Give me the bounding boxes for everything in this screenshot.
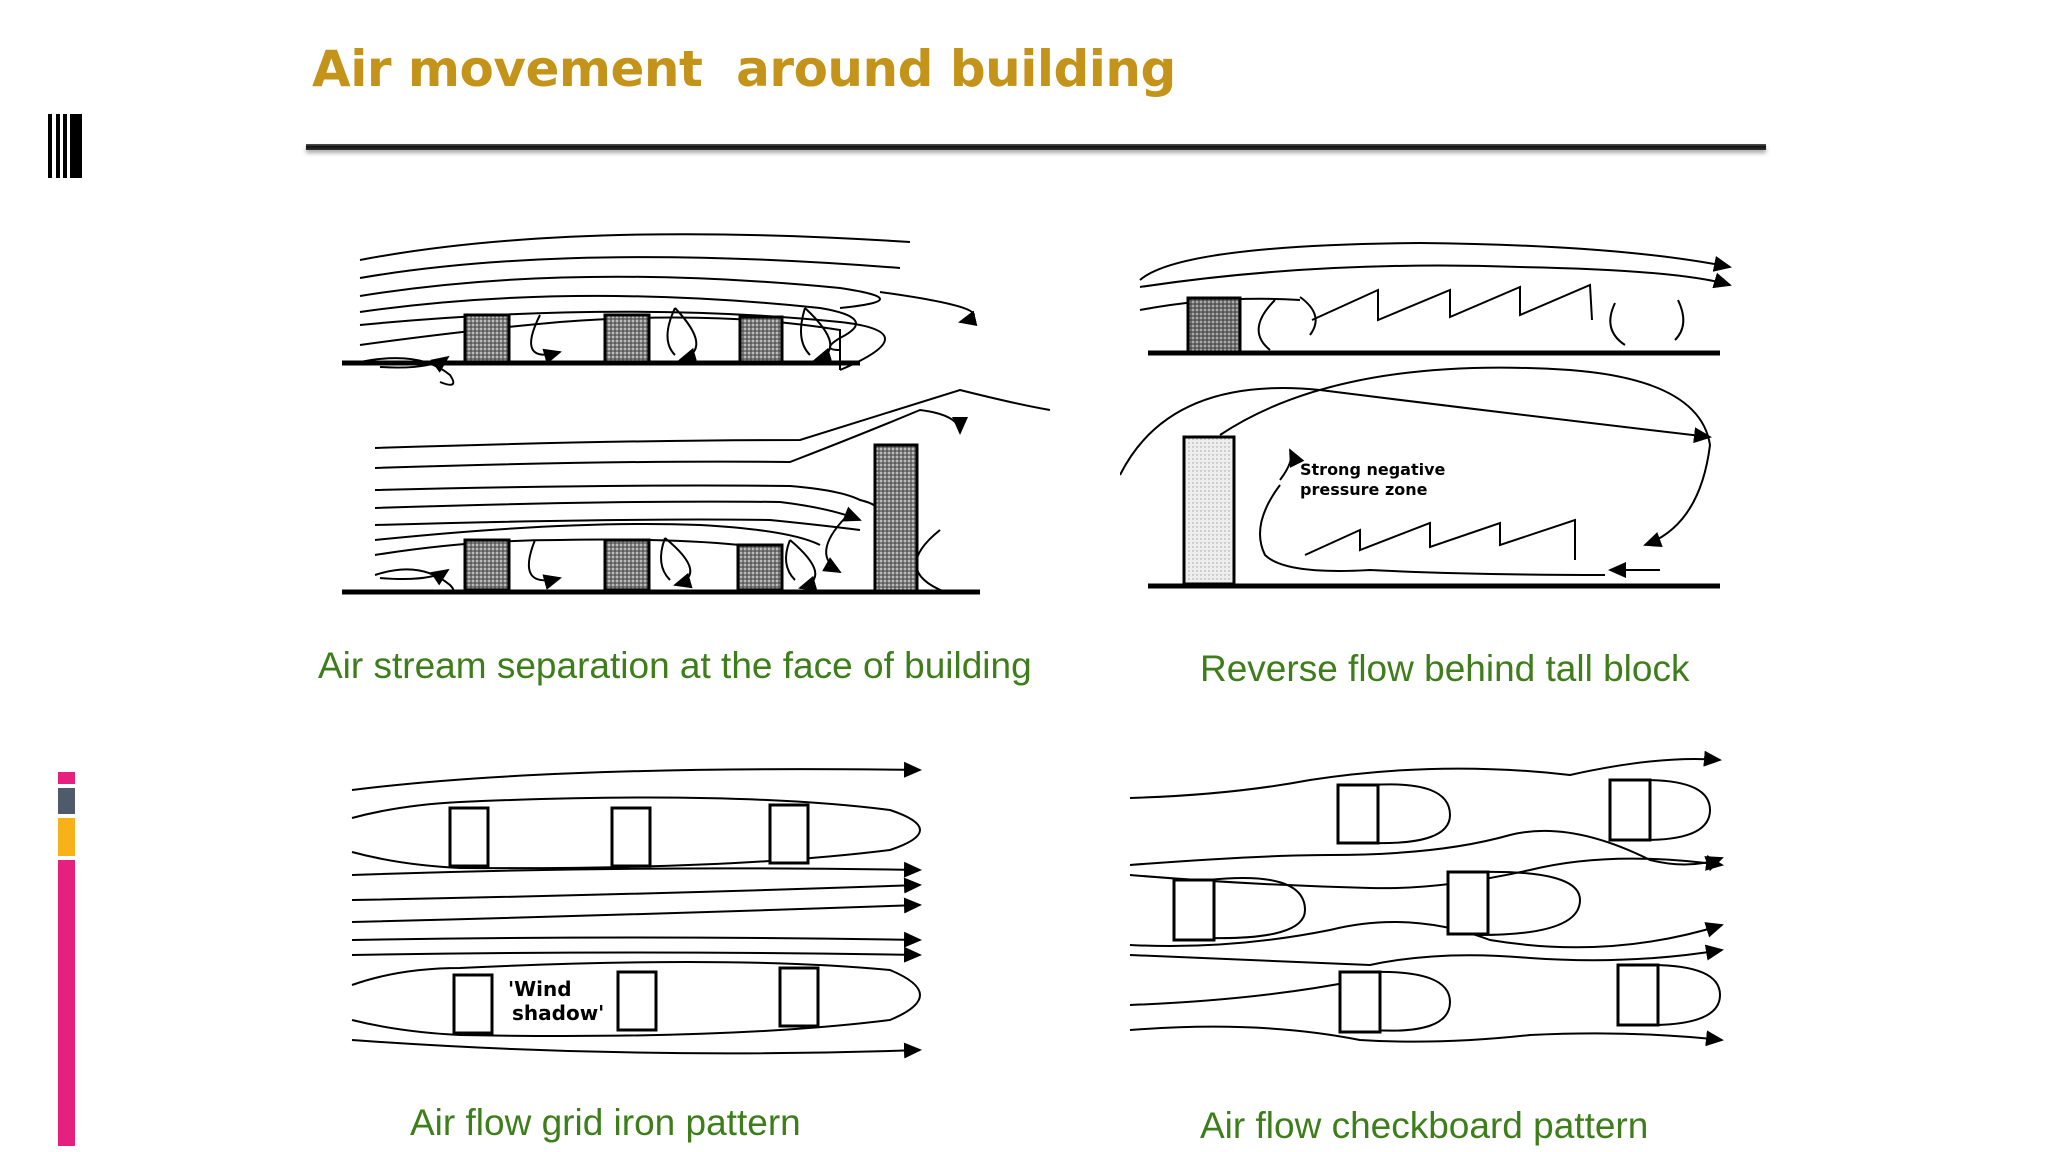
accent-bar-magenta-small <box>58 772 75 784</box>
caption-checkboard: Air flow checkboard pattern <box>1200 1105 1649 1146</box>
accent-bar-amber <box>58 818 75 856</box>
reverse-flow-diagram: Strong negative pressure zone <box>1119 241 1732 589</box>
caption-reverse-flow: Reverse flow behind tall block <box>1200 648 1690 689</box>
reverse-flow-annotation-2: pressure zone <box>1300 480 1428 499</box>
accent-bar-magenta-tall <box>58 860 75 1146</box>
wind-shadow-label-1: 'Wind <box>508 977 572 1001</box>
title-divider <box>306 144 1766 150</box>
reverse-flow-annotation-1: Strong negative <box>1300 460 1446 479</box>
slide-title: Air movement around building <box>312 40 1176 98</box>
figure-separation <box>320 200 1060 620</box>
barcode-logo-icon <box>48 114 82 178</box>
figure-grid-iron: 'Wind shadow' <box>330 740 950 1080</box>
separation-diagram <box>342 233 1051 595</box>
caption-grid-iron: Air flow grid iron pattern <box>410 1102 801 1143</box>
checkboard-diagram <box>1129 750 1724 1047</box>
wind-shadow-label-2: shadow' <box>512 1001 604 1025</box>
figure-reverse-flow: Strong negative pressure zone <box>1119 205 1780 625</box>
figure-checkboard <box>1110 740 1750 1080</box>
grid-iron-diagram: 'Wind shadow' <box>351 761 922 1059</box>
accent-bar-slate <box>58 788 75 814</box>
caption-separation: Air stream separation at the face of bui… <box>318 645 1032 686</box>
